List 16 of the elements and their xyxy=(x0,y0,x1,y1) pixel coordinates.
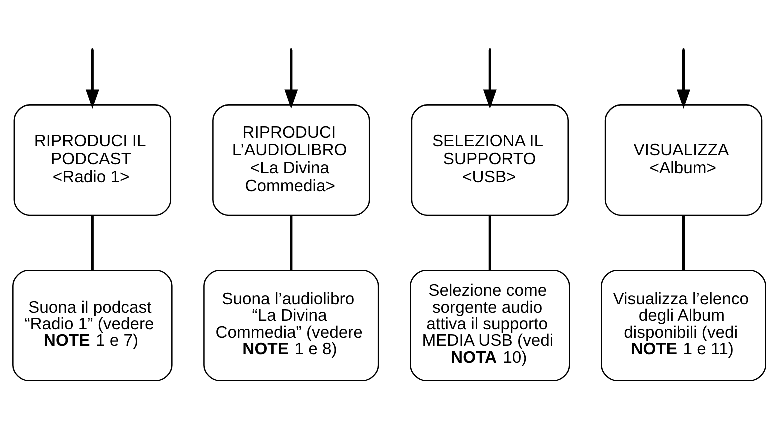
node-box: RIPRODUCI L’AUDIOLIBRO <La Divina Commedia> xyxy=(212,104,370,216)
arrow xyxy=(86,50,100,110)
connector xyxy=(290,216,293,270)
connector xyxy=(488,216,492,270)
arrow xyxy=(677,50,691,110)
node-box: Selezione come sorgente audio attiva il supporto MEDIA USB (vedi NOTA 10) xyxy=(410,270,570,382)
connector xyxy=(91,216,94,270)
arrow xyxy=(483,50,497,110)
node-box: Visualizza l’elenco degli Album disponibili (vedi NOTE 1 e 11) xyxy=(601,270,766,382)
node-box: Suona il podcast “Radio 1” (vedere NOTE 1 e 7) xyxy=(12,270,173,382)
node-box: VISUALIZZA <Album> xyxy=(604,104,763,216)
node-box: RIPRODUCI IL PODCAST <Radio 1> xyxy=(14,104,172,216)
arrow xyxy=(284,50,298,110)
node-box: SELEZIONA IL SUPPORTO <USB> xyxy=(411,104,570,216)
node-box: Suona l’audiolibro “La Divina Commedia” (vedere NOTE 1 e 8) xyxy=(204,270,380,382)
connector xyxy=(682,216,686,270)
